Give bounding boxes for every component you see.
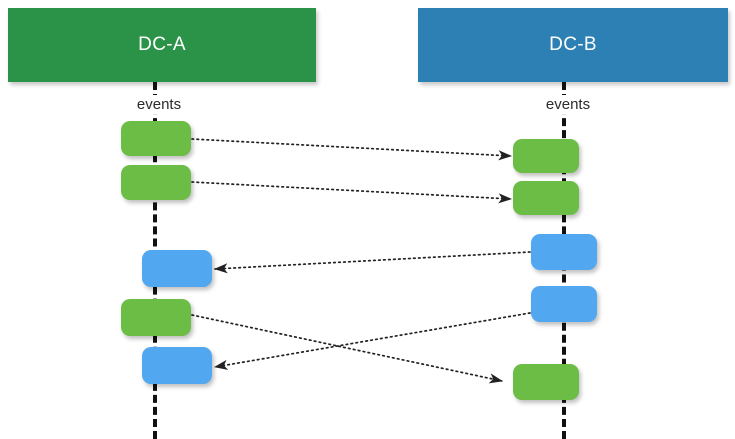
lane-header-dc-b: DC-B [418,8,728,82]
lane-title-dc-a: DC-A [138,34,186,55]
message-arrow-m5 [213,312,531,370]
events-label-dc-a: events [95,95,223,114]
message-arrow-m3 [213,251,531,274]
event-box-a3[interactable] [142,250,212,287]
lane-title-dc-b: DC-B [549,34,597,55]
message-arrow-m4 [191,314,503,384]
message-arrow-m1 [191,138,513,161]
event-box-b2[interactable] [513,181,579,215]
event-box-a1[interactable] [121,121,191,156]
events-label-dc-b: events [504,95,632,114]
event-box-b1[interactable] [513,139,579,173]
event-box-b4[interactable] [531,286,597,322]
event-box-a2[interactable] [121,165,191,200]
event-box-a4[interactable] [121,299,191,336]
lane-header-dc-a: DC-A [8,8,316,82]
event-box-a5[interactable] [142,347,212,384]
event-box-b5[interactable] [513,364,579,400]
event-box-b3[interactable] [531,234,597,270]
message-arrow-m2 [191,181,513,204]
